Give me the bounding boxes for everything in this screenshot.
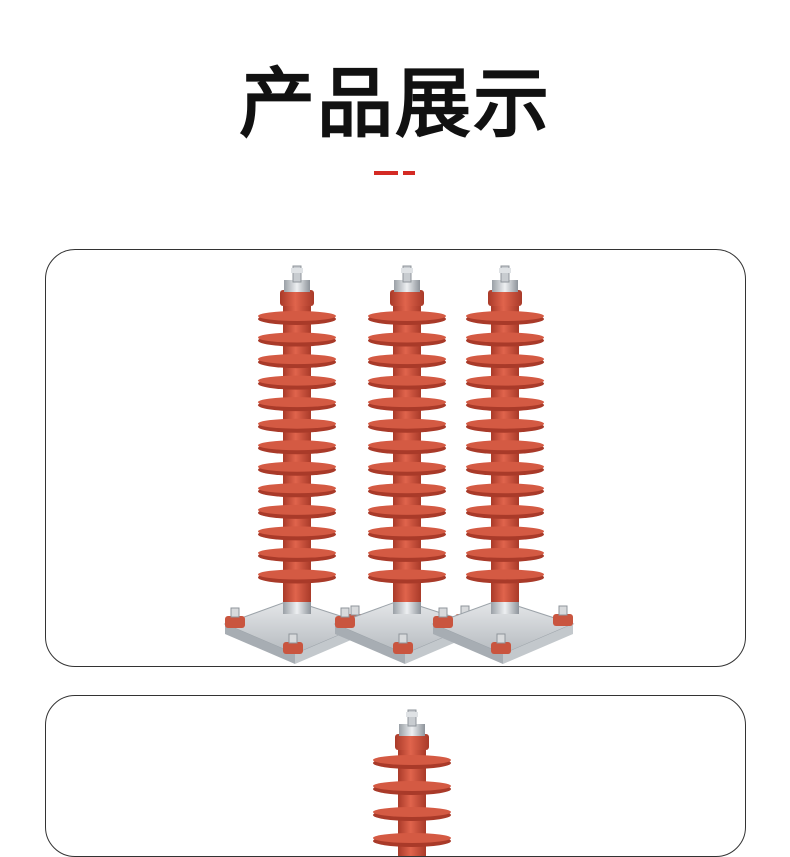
arrester-unit [333,265,477,664]
product-image-card [45,249,746,667]
product-image-card-2 [45,695,746,857]
arrester-unit [373,709,451,856]
page-title: 产品展示 [239,59,551,148]
arrester-group-image [223,265,575,664]
arrester-single-image [373,709,451,856]
arrester-unit [223,265,367,664]
arrester-unit [431,265,575,664]
title-accent-dot [403,171,415,175]
title-accent-bar [374,171,398,175]
